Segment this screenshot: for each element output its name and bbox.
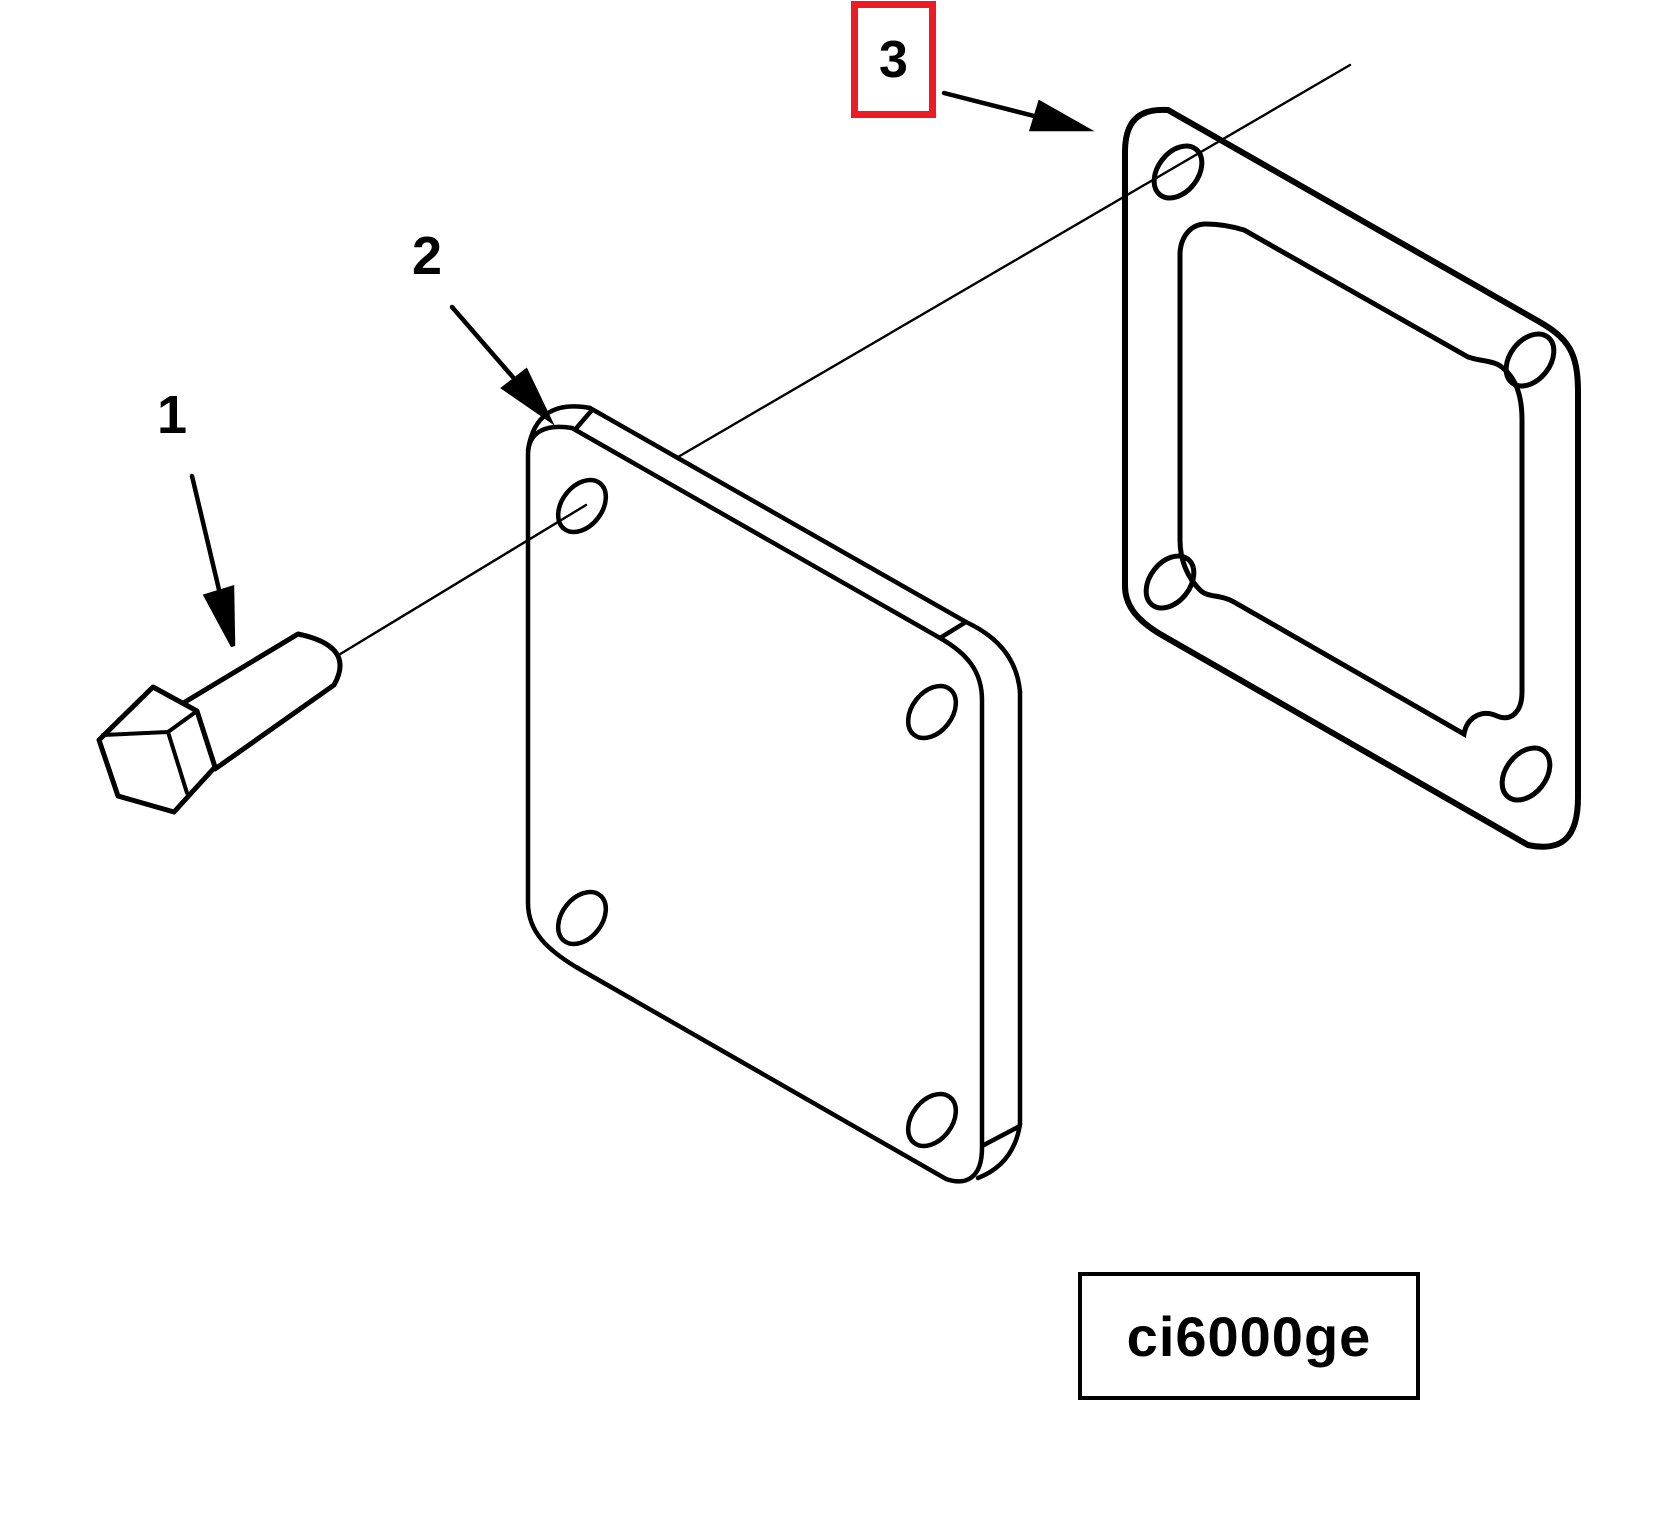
- callout-label-3-highlighted: 3: [851, 1, 936, 118]
- gasket-hole-bottom-left: [1143, 553, 1197, 611]
- axis-segment-bolt-to-plate: [335, 503, 588, 658]
- callout-label-2: 2: [411, 226, 443, 286]
- plate-top-right-seam: [937, 619, 969, 641]
- plate-hole-bottom-left: [555, 889, 609, 947]
- callout-3-arrow: [941, 90, 1095, 132]
- gasket-outer-outline: [1122, 106, 1581, 850]
- gasket-hole-top-left: [1151, 143, 1205, 201]
- callout-1-arrowhead: [202, 584, 236, 648]
- gasket-part: [1122, 106, 1581, 850]
- plate-hole-top-right: [905, 683, 959, 741]
- plate-bottom-right-seam: [979, 1124, 1021, 1149]
- figure-code-box: ci6000ge: [1078, 1272, 1420, 1400]
- callout-label-1: 1: [156, 385, 188, 445]
- plate-hole-top-left: [555, 477, 609, 535]
- plate-back-top-right-corner: [963, 619, 1023, 695]
- gasket-inner-cutout: [1177, 221, 1525, 738]
- gasket-hole-top-right: [1503, 331, 1557, 389]
- bolt-head-facet-lines: [101, 709, 199, 795]
- plate-hole-bottom-right: [905, 1091, 959, 1149]
- callout-2-arrow: [449, 304, 555, 426]
- callout-3-arrowhead: [1028, 99, 1095, 132]
- figure-code-text: ci6000ge: [1126, 1304, 1372, 1368]
- assembly-axis-line: [335, 63, 1352, 658]
- gasket-hole-bottom-right: [1499, 745, 1553, 803]
- bolt-part: [96, 631, 343, 815]
- callout-1-arrow: [189, 473, 236, 648]
- axis-segment-plate-to-gasket: [676, 63, 1352, 459]
- plate-back-top-edge: [587, 405, 969, 625]
- cover-plate-part: [525, 404, 1023, 1184]
- plate-face: [525, 424, 985, 1184]
- plate-bottom-right-wedge: [975, 1121, 1023, 1181]
- callout-arrows: [189, 90, 1095, 648]
- callout-2-arrowhead: [500, 367, 555, 426]
